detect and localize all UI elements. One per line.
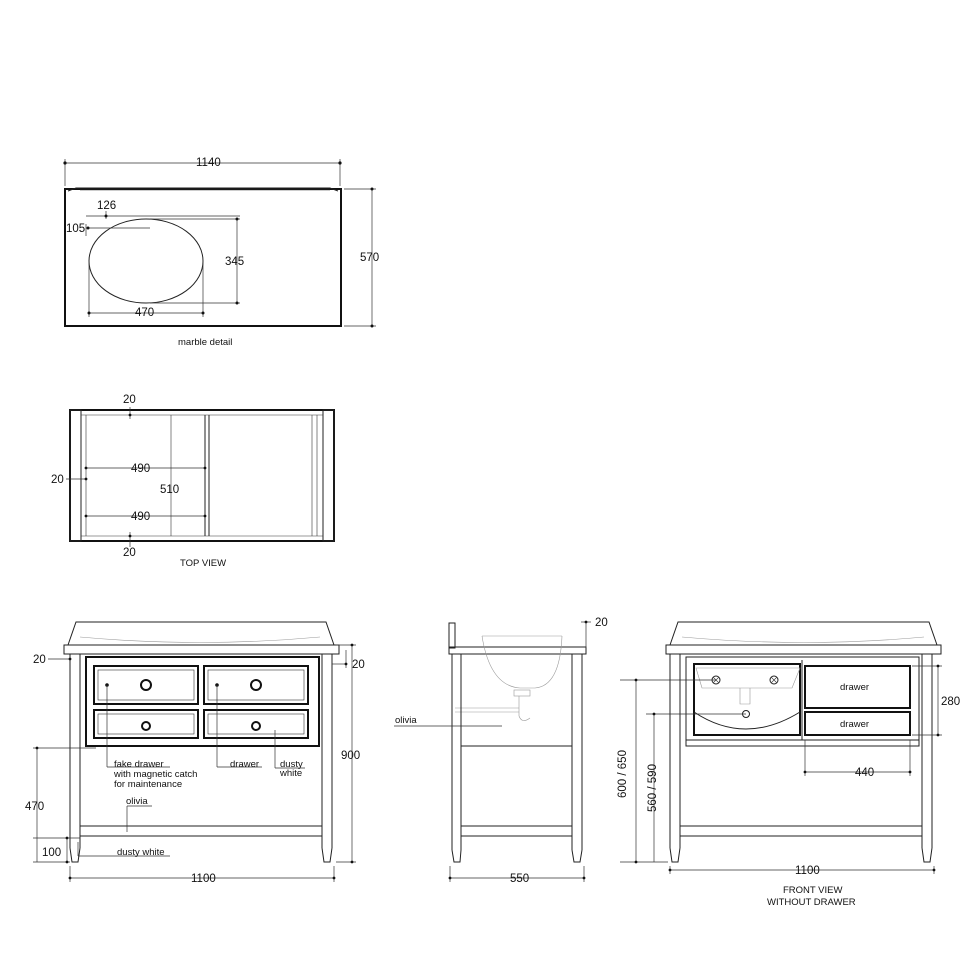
dim-inner-depth: 510: [160, 484, 179, 496]
front-view-no-drawer: drawer drawer 280 440 600 / 650 560 / 59…: [617, 621, 960, 908]
dim-side-rail: 20: [51, 474, 64, 486]
knob-icon: [251, 721, 261, 731]
drawer-panel: [85, 656, 320, 747]
dim-bottom-rail: 20: [123, 547, 136, 559]
front-view: 20 20 900 470 100 1100 fake drawer with …: [25, 621, 365, 885]
dim-shelf-height: 100: [42, 847, 61, 859]
side-view: olivia 20 550: [394, 617, 608, 885]
dim-drawer-440: 440: [855, 767, 874, 779]
label-maintenance: for maintenance: [114, 779, 182, 790]
label-dusty: dusty: [280, 759, 303, 770]
label-magnetic-catch: with magnetic catch: [113, 769, 197, 780]
dim-front-width: 1100: [191, 873, 216, 885]
bottom-shelf: [79, 825, 323, 837]
label-dusty-white: dusty white: [117, 847, 165, 858]
countertop: [63, 644, 340, 655]
drawer-bottom-box: [804, 711, 911, 736]
dim-top-thickness-left: 20: [33, 654, 46, 666]
marble-back-lip: [67, 187, 339, 192]
dim-basin-offset-x: 126: [97, 200, 116, 212]
dim-inner-width-upper: 490: [131, 463, 150, 475]
label-drawer-top: drawer: [840, 682, 869, 693]
marble-top-outline: [64, 188, 342, 327]
label-drawer: drawer: [230, 759, 259, 770]
dim-marble-width: 1140: [196, 157, 221, 169]
dim-basin-offset-y: 105: [66, 223, 85, 235]
label-olivia-side: olivia: [395, 715, 417, 726]
dim-top-rail: 20: [123, 394, 136, 406]
left-foot: [69, 847, 81, 863]
dim-height-560-590: 560 / 590: [647, 764, 659, 812]
dim-marble-depth: 570: [360, 252, 379, 264]
knob-icon: [140, 679, 152, 691]
caption-without-drawer: WITHOUT DRAWER: [767, 897, 856, 908]
basin-outline: [88, 218, 204, 304]
basin-cutaway: [693, 663, 801, 736]
dim-basin-depth: 345: [225, 256, 244, 268]
dim-side-depth: 550: [510, 873, 529, 885]
dim-drawer-280: 280: [941, 696, 960, 708]
caption-front-view: FRONT VIEW: [783, 885, 842, 896]
label-white: white: [279, 768, 302, 779]
backsplash: [448, 622, 456, 649]
marble-detail-view: 1140 126 105 345 570 470 marble detail: [63, 157, 379, 348]
dim-drawer-height: 470: [25, 801, 44, 813]
dim-basin-width: 470: [135, 307, 154, 319]
dim-front-height: 900: [341, 750, 360, 762]
caption-marble-detail: marble detail: [178, 337, 232, 348]
countertop-right: [665, 644, 942, 655]
dim-inner-width-lower: 490: [131, 511, 150, 523]
dim-front-width-right: 1100: [795, 865, 820, 877]
label-drawer-bottom: drawer: [840, 719, 869, 730]
knob-icon: [250, 679, 262, 691]
caption-top-view: TOP VIEW: [180, 558, 226, 569]
right-foot: [321, 847, 333, 863]
label-olivia: olivia: [126, 796, 148, 807]
label-fake-drawer: fake drawer: [114, 759, 164, 770]
dim-backsplash: 20: [595, 617, 608, 629]
marble-backsplash-right: [669, 621, 938, 646]
side-countertop: [448, 646, 587, 655]
basin-bowl: [693, 711, 801, 730]
tap-icon: [769, 675, 779, 685]
frame-outline: [69, 409, 335, 542]
knob-icon: [141, 721, 151, 731]
drawer-top-box: [804, 665, 911, 709]
marble-backsplash: [67, 621, 335, 646]
dim-height-600-650: 600 / 650: [617, 750, 629, 798]
top-view: 20 20 490 510 490 20 TOP VIEW: [51, 394, 335, 569]
dim-top-thickness-right: 20: [352, 659, 365, 671]
